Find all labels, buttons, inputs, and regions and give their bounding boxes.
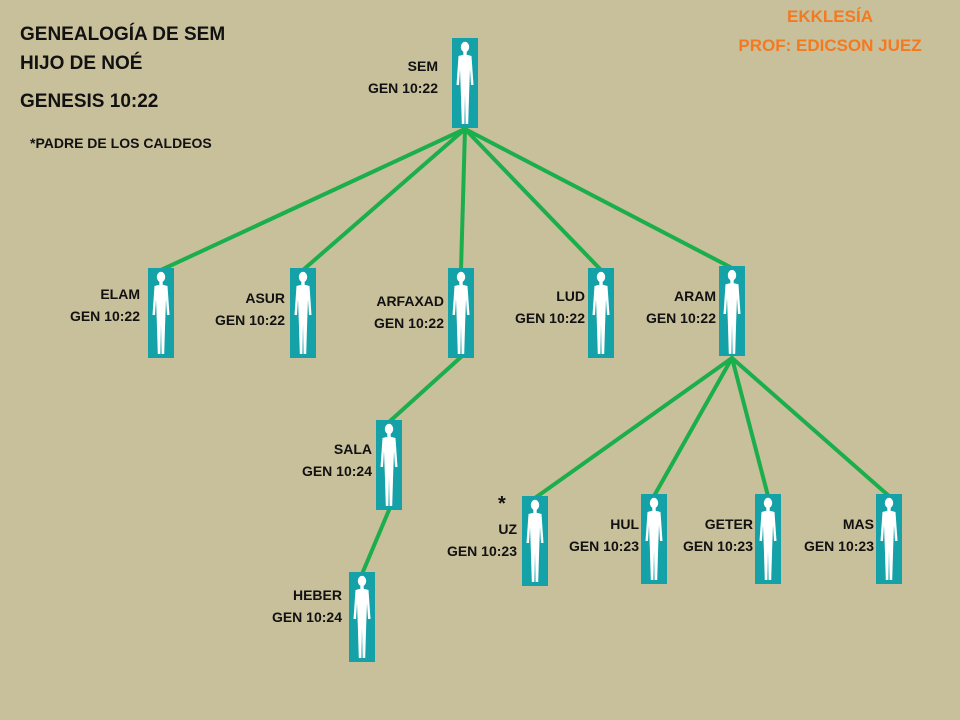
ref-sala: GEN 10:24 [301, 463, 372, 479]
label-lud: LUD GEN 10:22 [515, 285, 585, 329]
edge-sem-arfaxad [459, 127, 467, 272]
person-icon-sala [376, 420, 402, 510]
ref-geter: GEN 10:23 [682, 538, 753, 554]
person-icon-heber [349, 572, 375, 662]
edge-arfaxad-sala [387, 355, 463, 424]
ref-aram: GEN 10:22 [645, 310, 716, 326]
edge-aram-geter [730, 356, 770, 498]
label-geter: GETER GEN 10:23 [683, 513, 753, 557]
title-line-2: HIJO DE NOÉ [20, 53, 143, 74]
brand-name: EKKLESÍA [787, 7, 873, 26]
caldeos-note: *PADRE DE LOS CALDEOS [30, 135, 212, 151]
ref-hul: GEN 10:23 [568, 538, 639, 554]
person-icon-uz [522, 496, 548, 586]
name-heber: HEBER [292, 587, 342, 603]
label-heber: HEBER GEN 10:24 [272, 584, 342, 628]
ref-mas: GEN 10:23 [803, 538, 874, 554]
person-icon-sem [452, 38, 478, 128]
name-uz: UZ [498, 521, 517, 537]
label-hul: HUL GEN 10:23 [569, 513, 639, 557]
title-line-1: GENEALOGÍA DE SEM [20, 24, 226, 45]
author-name: PROF: EDICSON JUEZ [738, 36, 922, 55]
edge-sem-lud [463, 127, 603, 272]
ref-lud: GEN 10:22 [514, 310, 585, 326]
name-elam: ELAM [100, 286, 140, 302]
edge-sala-heber [360, 508, 391, 576]
name-geter: GETER [704, 516, 753, 532]
person-icon-hul [641, 494, 667, 584]
label-mas: MAS GEN 10:23 [804, 513, 874, 557]
name-mas: MAS [842, 516, 874, 532]
label-sem: SEM GEN 10:22 [368, 55, 438, 99]
ref-sem: GEN 10:22 [367, 80, 438, 96]
label-elam: ELAM GEN 10:22 [70, 283, 140, 327]
edge-aram-uz [533, 356, 734, 500]
person-icon-elam [148, 268, 174, 358]
edge-aram-mas [730, 356, 891, 498]
edge-aram-hul [652, 356, 734, 498]
label-uz: UZ GEN 10:23 [447, 518, 517, 562]
ref-asur: GEN 10:22 [214, 312, 285, 328]
genesis-reference: GENESIS 10:22 [20, 91, 159, 112]
edge-sem-aram [463, 127, 734, 270]
caldeos-mark-uz: * [498, 493, 506, 515]
label-asur: ASUR GEN 10:22 [215, 287, 285, 331]
person-icon-geter [755, 494, 781, 584]
edge-sem-asur [301, 127, 467, 272]
person-icon-aram [719, 266, 745, 356]
name-sala: SALA [333, 441, 372, 457]
name-asur: ASUR [245, 290, 285, 306]
ref-heber: GEN 10:24 [271, 609, 342, 625]
person-icon-arfaxad [448, 268, 474, 358]
name-sem: SEM [407, 58, 438, 74]
name-aram: ARAM [674, 288, 716, 304]
ref-uz: GEN 10:23 [446, 543, 517, 559]
person-icon-mas [876, 494, 902, 584]
ref-elam: GEN 10:22 [69, 308, 140, 324]
label-arfaxad: ARFAXAD GEN 10:22 [374, 290, 444, 334]
edge-sem-elam [159, 127, 467, 272]
name-hul: HUL [610, 516, 639, 532]
person-icon-lud [588, 268, 614, 358]
name-arfaxad: ARFAXAD [376, 293, 444, 309]
label-aram: ARAM GEN 10:22 [646, 285, 716, 329]
name-lud: LUD [556, 288, 585, 304]
ref-arfaxad: GEN 10:22 [373, 315, 444, 331]
label-sala: SALA GEN 10:24 [302, 438, 372, 482]
person-icon-asur [290, 268, 316, 358]
